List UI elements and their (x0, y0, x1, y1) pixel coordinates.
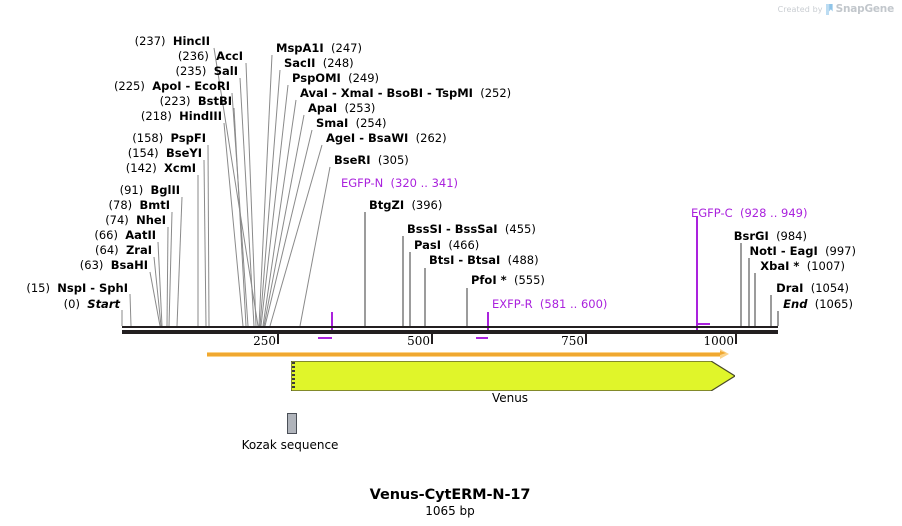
ruler-tick-label-500: 500 (407, 334, 430, 348)
sequence-length: 1065 bp (425, 504, 475, 518)
snapgene-watermark: Created by SnapGene (777, 3, 895, 15)
primer-bracket-egfp-n (318, 337, 332, 340)
enzyme-label-noti-eagi: NotI - EagI (997) (749, 244, 856, 258)
enzyme-label-xbai: XbaI * (1007) (760, 259, 845, 273)
ruler-tick-750 (585, 334, 587, 344)
enzyme-label-apai: ApaI (253) (308, 101, 376, 115)
enzyme-label-bsssi-bsssai: BssSI - BssSaI (455) (407, 222, 536, 236)
enzyme-label-pspomi: PspOMI (249) (292, 71, 380, 85)
enzyme-label-start: (0) Start (63, 297, 120, 311)
enzyme-label-btgzi: BtgZI (396) (369, 198, 443, 212)
ruler-tick-250 (277, 334, 279, 344)
enzyme-label-acci: (236) AccI (177, 49, 243, 63)
primer-label-exfp-r: EXFP-R (581 .. 600) (492, 297, 608, 311)
orf-arrow-bottom-edge (207, 355, 720, 357)
watermark-brand-text: SnapGene (835, 3, 895, 15)
enzyme-label-pspfi: (158) PspFI (132, 131, 206, 145)
primer-bracket-egfp-c (696, 323, 710, 326)
enzyme-label-hincii: (237) HincII (134, 34, 210, 48)
enzyme-label-pasi: PasI (466) (414, 238, 480, 252)
enzyme-label-drai: DraI (1054) (776, 281, 849, 295)
orf-arrow-head (720, 351, 726, 356)
enzyme-label-aatii: (66) AatII (94, 228, 156, 242)
enzyme-label-end: End (1065) (783, 297, 853, 311)
enzyme-label-sacii: SacII (248) (284, 56, 354, 70)
orf-arrow-body (207, 353, 720, 356)
enzyme-label-xcmi: (142) XcmI (125, 161, 196, 175)
ruler-tick-1000 (735, 334, 737, 344)
enzyme-label-btsi-btsai: BtsI - BtsaI (488) (429, 253, 539, 267)
orf-arrow-top-edge (207, 352, 720, 354)
enzyme-label-pfoi: PfoI * (555) (471, 273, 545, 287)
primer-label-egfp-n: EGFP-N (320 .. 341) (341, 176, 459, 190)
enzyme-label-apoi-ecori: (225) ApoI - EcoRI (113, 79, 230, 93)
feature-venus-arrow[interactable] (291, 361, 735, 391)
enzyme-label-agei-bsawi: AgeI - BsaWI (262) (326, 131, 447, 145)
enzyme-label-mspa1i: MspA1I (247) (276, 41, 362, 55)
primer-mark-egfp-n (331, 312, 333, 334)
feature-kozak-label: Kozak sequence (241, 438, 339, 452)
enzyme-label-bsrgi: BsrGI (984) (733, 229, 807, 243)
ruler-tick-label-750: 750 (561, 334, 584, 348)
enzyme-label-bseri: BseRI (305) (334, 153, 409, 167)
snapgene-flag-icon (825, 3, 833, 15)
feature-venus-label: Venus (491, 391, 529, 405)
enzyme-label-nspi-sphi: (15) NspI - SphI (26, 281, 128, 295)
ruler-tick-500 (431, 334, 433, 344)
enzyme-label-bstbi: (223) BstBI (159, 94, 232, 108)
ruler-tick-label-1000: 1000 (703, 334, 734, 348)
enzyme-label-sali: (235) SalI (175, 64, 238, 78)
enzyme-label-avai-xmai-bsobi-tspmi: AvaI - XmaI - BsoBI - TspMI (252) (300, 86, 512, 100)
watermark-created-by-text: Created by (777, 4, 823, 14)
enzyme-label-smai: SmaI (254) (316, 116, 387, 130)
primer-mark-exfp-r (487, 312, 489, 334)
enzyme-label-nhei: (74) NheI (105, 213, 166, 227)
ruler-tick-label-250: 250 (253, 334, 276, 348)
enzyme-label-bsahi: (63) BsaHI (79, 258, 148, 272)
feature-venus-dotted-start (292, 362, 295, 390)
enzyme-label-bmti: (78) BmtI (108, 198, 170, 212)
feature-kozak-box[interactable] (287, 413, 297, 434)
sequence-backbone-top (122, 326, 778, 328)
sequence-backbone (122, 330, 778, 334)
enzyme-label-hindiii: (218) HindIII (140, 109, 222, 123)
enzyme-label-bglii: (91) BglII (119, 183, 180, 197)
enzyme-label-zrai: (64) ZraI (95, 243, 152, 257)
primer-mark-egfp-c (696, 216, 698, 334)
primer-label-egfp-c: EGFP-C (928 .. 949) (691, 206, 808, 220)
page-title: Venus-CytERM-N-17 (369, 487, 531, 503)
primer-bracket-exfp-r (476, 337, 488, 340)
enzyme-label-bseyi: (154) BseYI (127, 146, 202, 160)
